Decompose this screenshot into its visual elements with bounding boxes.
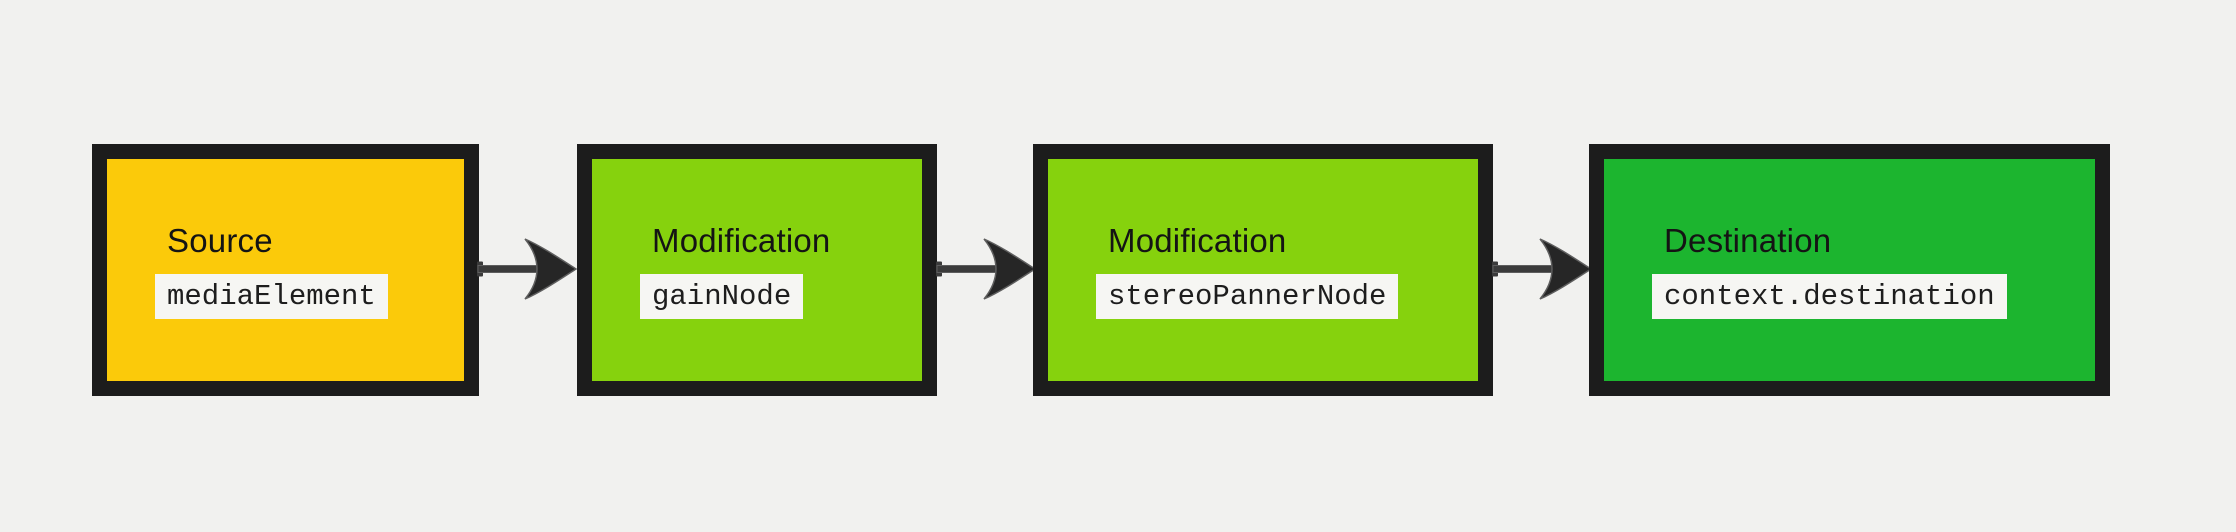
node-title: Modification bbox=[1108, 222, 1287, 260]
node-source: Source mediaElement bbox=[92, 144, 479, 396]
node-code-label: stereoPannerNode bbox=[1096, 273, 1399, 319]
arrow-shaft bbox=[477, 265, 542, 273]
node-title: Source bbox=[167, 222, 273, 260]
node-modification-2: Modification stereoPannerNode bbox=[1033, 144, 1493, 396]
node-title: Modification bbox=[652, 222, 831, 260]
arrow-head bbox=[983, 238, 1036, 300]
arrow-shaft bbox=[1492, 265, 1557, 273]
arrow-head bbox=[1539, 238, 1592, 300]
arrow-shaft bbox=[936, 265, 1001, 273]
right-arrow-icon bbox=[1492, 238, 1592, 300]
node-title: Destination bbox=[1664, 222, 1832, 260]
node-code-label: context.destination bbox=[1652, 273, 2007, 319]
right-arrow-icon bbox=[477, 238, 577, 300]
node-code-label: mediaElement bbox=[155, 273, 388, 319]
node-destination: Destination context.destination bbox=[1589, 144, 2110, 396]
node-code-label: gainNode bbox=[640, 273, 804, 319]
node-modification-1: Modification gainNode bbox=[577, 144, 937, 396]
right-arrow-icon bbox=[936, 238, 1036, 300]
arrow-head bbox=[524, 238, 577, 300]
